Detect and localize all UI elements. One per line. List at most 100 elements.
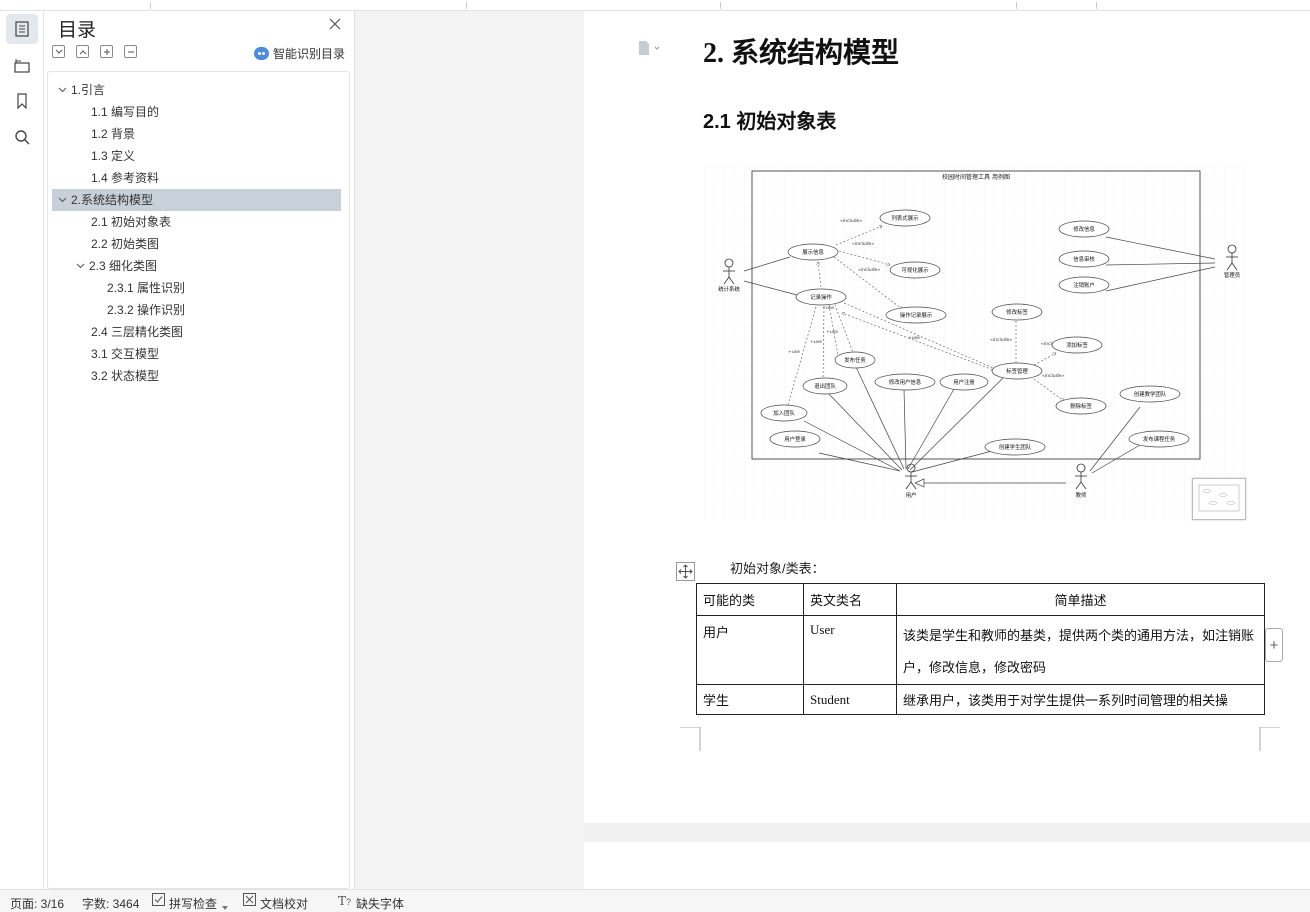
usecase-publish[interactable] [834, 351, 876, 369]
toc-item[interactable]: 2.3 细化类图 [52, 255, 341, 277]
usecase-label: 发布任务 [844, 356, 866, 364]
toc-item[interactable]: 1.3 定义 [52, 145, 341, 167]
close-icon[interactable] [328, 17, 344, 33]
table-header-row: 可能的类 英文类名 简单描述 [696, 583, 1265, 616]
toc-item[interactable]: 3.2 状态模型 [52, 365, 341, 387]
usecase-join[interactable] [760, 404, 808, 422]
add-column-button[interactable]: + [1265, 628, 1283, 662]
table-cell: 继承用户，该类用于对学生提供一系列时间管理的相关操 [896, 684, 1265, 715]
usecase-label: 创建教学团队 [1134, 390, 1167, 398]
toc-item[interactable]: 1.引言 [52, 79, 341, 101]
toc-item[interactable]: 1.1 编写目的 [52, 101, 341, 123]
toc-item-label: 1.引言 [71, 83, 106, 97]
usecase-label: 修改信息 [1073, 225, 1095, 233]
toc-item-label: 2.3.2 操作识别 [107, 303, 186, 317]
use-label: +use [810, 339, 822, 345]
diagram-title: 校园时间管理工具 用例图 [942, 173, 1010, 181]
usecase-label: 操作记录展示 [900, 311, 933, 319]
word-count[interactable]: 字数: 3464 [82, 897, 140, 911]
outline-icon[interactable] [6, 50, 38, 80]
diagram-thumbnail[interactable] [1192, 478, 1246, 520]
toc-item-label: 2.系统结构模型 [71, 193, 154, 207]
usecase-stuteam[interactable] [984, 438, 1046, 456]
usecase-review[interactable] [1058, 250, 1110, 268]
minus-icon[interactable] [124, 45, 137, 58]
usecase-modtag[interactable] [991, 303, 1043, 321]
usecase-list[interactable] [879, 209, 931, 227]
chevron-down-icon[interactable] [74, 255, 86, 277]
toc-item-label: 1.4 参考资料 [91, 171, 160, 185]
usecase-addtag[interactable] [1051, 336, 1103, 354]
usecase-register[interactable] [939, 373, 989, 391]
expand-down-icon[interactable] [52, 45, 65, 58]
usecase-tchteam[interactable] [1119, 385, 1181, 403]
toc-item[interactable]: 1.2 背景 [52, 123, 341, 145]
usecase-label: 可视化展示 [902, 266, 930, 274]
chevron-down-icon[interactable] [56, 189, 68, 211]
system-boundary [751, 170, 1201, 460]
usecase-deltag[interactable] [1055, 397, 1107, 415]
usecase-oprec[interactable] [885, 306, 947, 324]
page-corner-marker [680, 727, 701, 751]
usecase-show[interactable] [787, 243, 839, 261]
usecase-tagmgr[interactable] [991, 362, 1043, 380]
proofread-icon[interactable] [243, 893, 256, 909]
usecase-visual[interactable] [889, 261, 941, 279]
usecase-modinfo[interactable] [1058, 220, 1110, 238]
actor-teacher[interactable] [1075, 463, 1087, 490]
toc-item[interactable]: 2.3.2 操作识别 [52, 299, 341, 321]
heading-1: 2. 系统结构模型 [703, 38, 900, 69]
toc-item[interactable]: 2.2 初始类图 [52, 233, 341, 255]
actors [723, 244, 1238, 490]
chevron-down-icon[interactable] [222, 899, 228, 912]
usecase-label: 信息审核 [1073, 255, 1095, 263]
actor-label: 统计系统 [718, 285, 740, 293]
smart-toc-button[interactable]: 智能识别目录 [254, 45, 345, 62]
toc-item-label: 2.2 初始类图 [91, 237, 160, 251]
toc-item-label: 2.3.1 属性识别 [107, 281, 186, 295]
actor-stats[interactable] [723, 258, 735, 285]
table-cell: 用户 [696, 615, 804, 685]
toc-item[interactable]: 3.1 交互模型 [52, 343, 341, 365]
usecase-record[interactable] [795, 288, 847, 306]
actor-admin[interactable] [1226, 244, 1238, 271]
usecase-login[interactable] [769, 430, 821, 448]
usecase-moduser[interactable] [874, 373, 936, 391]
search-icon[interactable] [6, 122, 38, 152]
status-bar: 页面: 3/16 字数: 3464 拼写检查 文档校对 T? 缺失字体 [0, 889, 1310, 912]
associations [743, 236, 1216, 488]
page-count[interactable]: 页面: 3/16 [10, 897, 65, 911]
toc-item[interactable]: 2.1 初始对象表 [52, 211, 341, 233]
usecase-course[interactable] [1128, 430, 1190, 448]
collapse-up-icon[interactable] [76, 45, 89, 58]
toc-item[interactable]: 1.4 参考资料 [52, 167, 341, 189]
actor-user[interactable] [905, 463, 917, 490]
bookmark-icon[interactable] [6, 86, 38, 116]
toc-icon[interactable] [6, 14, 38, 44]
missing-font-icon[interactable]: T? [338, 893, 354, 910]
usecase-label: 修改用户信息 [889, 378, 922, 386]
usecase-label: 加入团队 [773, 409, 795, 417]
use-case-diagram[interactable]: 校园时间管理工具 用例图 [704, 167, 1246, 521]
plus-icon[interactable] [100, 45, 113, 58]
toc-item-selected[interactable]: 2.系统结构模型 [52, 189, 341, 211]
spell-check-icon[interactable] [152, 893, 165, 909]
proofread-button[interactable]: 文档校对 [260, 897, 309, 911]
toc-item-label: 3.1 交互模型 [91, 347, 160, 361]
toc-item[interactable]: 2.4 三层精化类图 [52, 321, 341, 343]
spell-check-button[interactable]: 拼写检查 [169, 897, 218, 911]
toc-toolbar [52, 45, 137, 58]
usecase-cancel[interactable] [1058, 276, 1110, 294]
usecase-quit[interactable] [802, 377, 848, 395]
toc-item-label: 2.1 初始对象表 [91, 215, 172, 229]
toc-item[interactable]: 2.3.1 属性识别 [52, 277, 341, 299]
document-icon[interactable] [638, 41, 660, 60]
chevron-down-icon[interactable] [56, 79, 68, 101]
include-label: «include» [858, 267, 880, 273]
missing-font-button[interactable]: 缺失字体 [356, 897, 405, 911]
actor-labels: 统计系统 管理员 用户 教师 [718, 271, 1240, 499]
usecase-label: 修改标签 [1006, 308, 1028, 316]
navigation-rail [0, 11, 44, 889]
usecase-label: 展示信息 [802, 248, 824, 256]
table-move-handle[interactable] [676, 562, 695, 581]
